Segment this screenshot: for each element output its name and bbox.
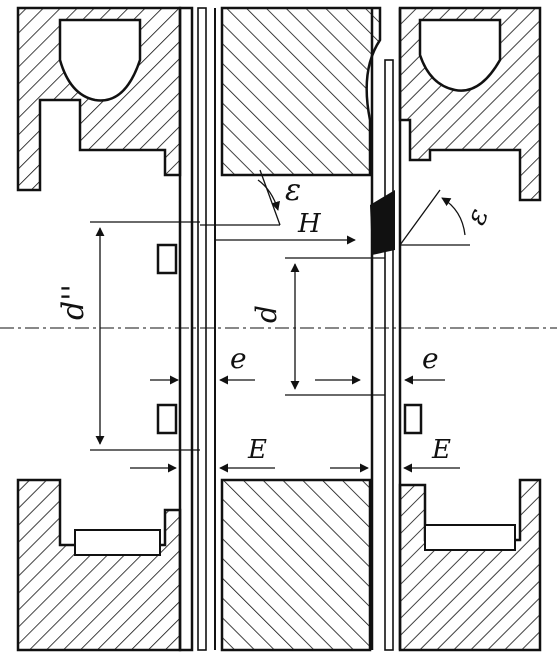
- angle-epsilon-right: [399, 189, 470, 246]
- angle-epsilon-left: [200, 169, 281, 226]
- seal-lip: [370, 190, 395, 255]
- left-housing-top: [16, 6, 182, 192]
- label-d-inner: d: [250, 305, 283, 323]
- right-housing-bottom: [398, 478, 542, 652]
- label-H: H: [297, 209, 322, 239]
- label-e-left: e: [230, 342, 247, 375]
- dimension-d-inner: [285, 257, 385, 396]
- central-rotor-top: [220, 6, 382, 177]
- label-e-right: e: [422, 342, 439, 375]
- left-sleeve: [178, 6, 216, 652]
- block-right-lower: [403, 403, 423, 435]
- left-housing-bottom: [16, 478, 182, 652]
- central-rotor-bottom: [220, 478, 372, 652]
- label-epsilon-left: ε: [285, 173, 301, 208]
- label-d-outer: d'': [56, 284, 91, 320]
- dimension-d-outer: [90, 221, 200, 451]
- block-left-lower: [156, 403, 178, 435]
- label-E-right: E: [431, 435, 451, 465]
- right-housing-top: [398, 6, 542, 202]
- right-sleeve: [370, 8, 402, 651]
- label-E-left: E: [247, 435, 267, 465]
- block-left-upper: [156, 243, 178, 275]
- label-epsilon-right: ε: [459, 204, 495, 229]
